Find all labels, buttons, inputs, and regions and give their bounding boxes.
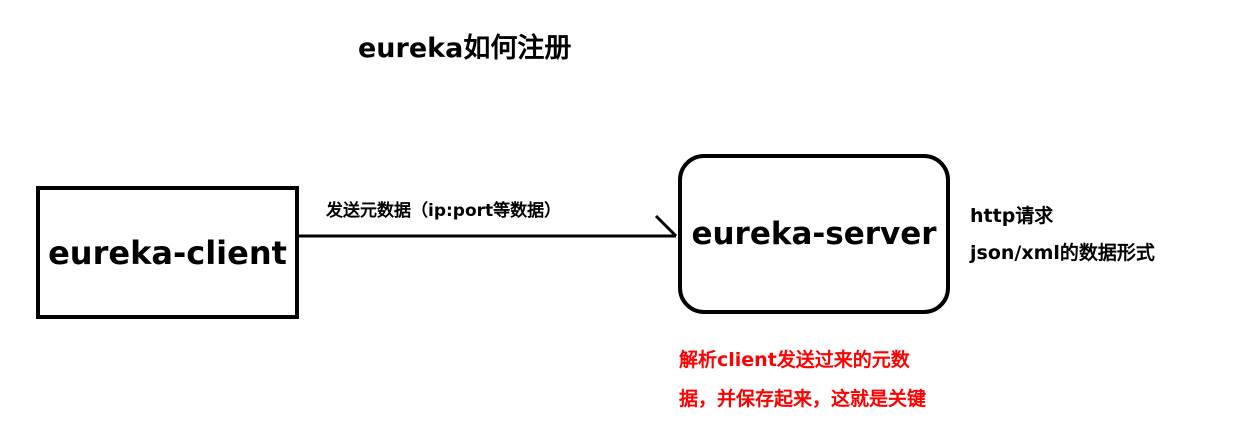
annotation-line-1: 解析client发送过来的元数 [679, 349, 910, 371]
eureka-server-node: eureka-server [678, 154, 950, 314]
eureka-client-node: eureka-client [36, 186, 299, 319]
eureka-client-label: eureka-client [48, 233, 287, 272]
arrow-label: 发送元数据（ip:port等数据） [326, 201, 562, 221]
server-note-http: http请求 [970, 205, 1054, 227]
server-note-format: json/xml的数据形式 [970, 242, 1155, 264]
eureka-server-label: eureka-server [691, 216, 937, 252]
diagram-title: eureka如何注册 [358, 33, 572, 64]
arrow-head-upper [654, 214, 678, 238]
annotation-line-2: 据，并保存起来，这就是关键 [679, 388, 927, 410]
